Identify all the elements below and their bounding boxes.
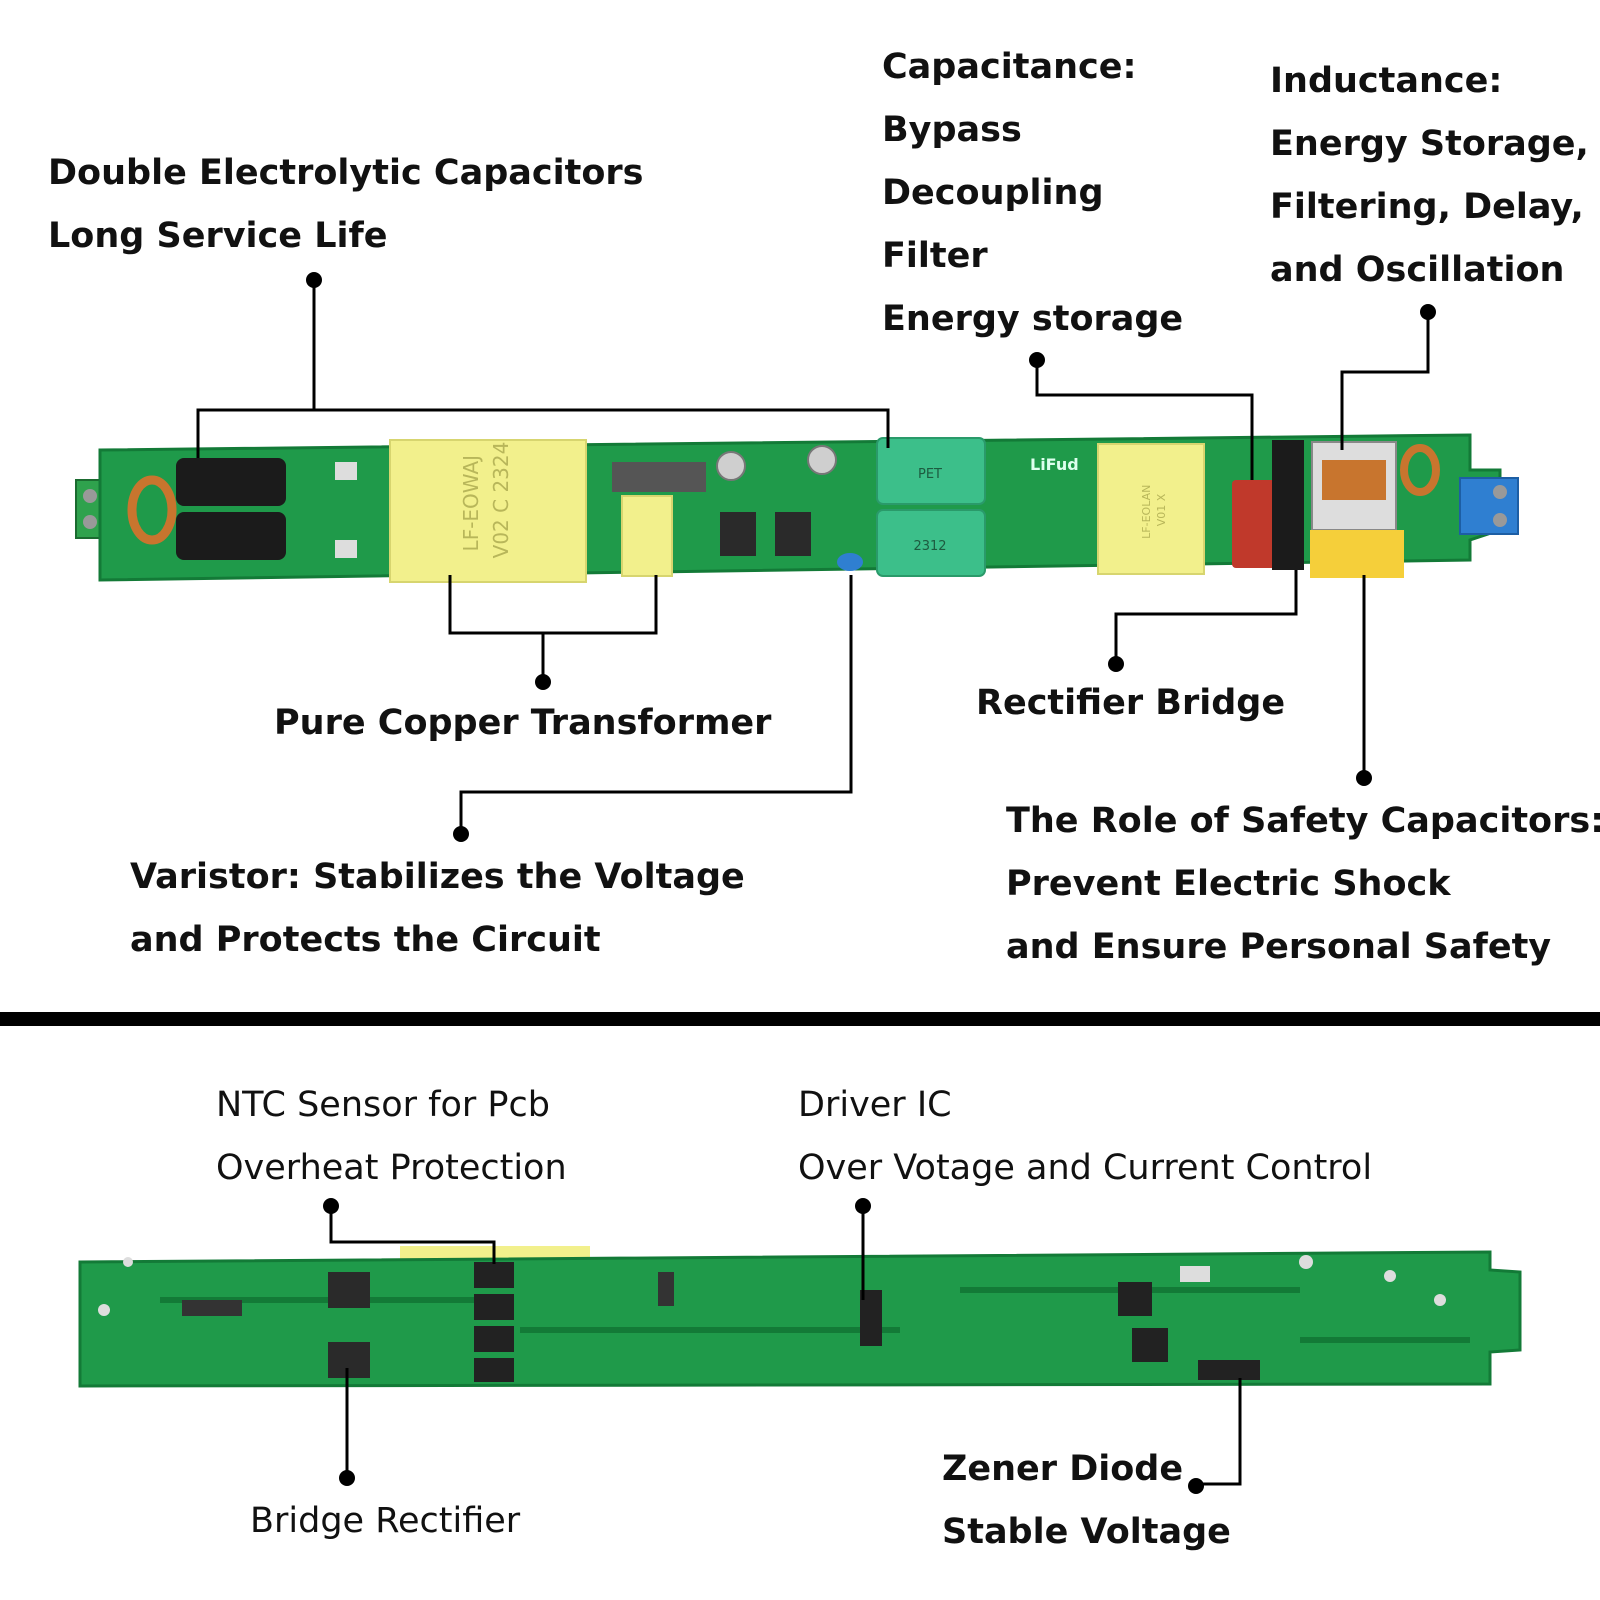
ntc-sensor-label: NTC Sensor for Pcb Overheat Protection <box>216 1074 567 1200</box>
label-line: Filtering, Delay, <box>1270 187 1584 227</box>
small-capacitor <box>807 445 837 475</box>
electrolytic-capacitor-1 <box>176 458 286 506</box>
label-line: and Ensure Personal Safety <box>1006 927 1552 967</box>
label-line: Overheat Protection <box>216 1148 567 1188</box>
label-line: Energy Storage, <box>1270 124 1589 164</box>
label-line: The Role of Safety Capacitors: <box>1006 801 1600 841</box>
rectifier-bridge-component <box>1272 440 1304 570</box>
mosfet-bottom <box>1118 1282 1152 1316</box>
label-line: Filter <box>882 236 988 276</box>
mounting-hole <box>98 1304 110 1316</box>
label-line: Double Electrolytic Capacitors <box>48 153 644 193</box>
top-leader-dots <box>306 272 1436 842</box>
main-transformer <box>389 439 587 583</box>
right-terminal-block <box>1459 477 1519 535</box>
film-cap-marking: PET <box>918 467 942 482</box>
small-transformer <box>621 495 673 577</box>
label-line: Inductance: <box>1270 61 1503 101</box>
transformer-right-marking: LF-EOLAN V01 X <box>1140 481 1168 539</box>
varistor <box>837 553 863 571</box>
bottom-pcb-board <box>78 1246 1522 1388</box>
inductance-label: Inductance: Energy Storage, Filtering, D… <box>1270 50 1589 302</box>
terminal-screw <box>83 489 97 503</box>
smd-pad <box>335 462 357 480</box>
via <box>1434 1294 1446 1306</box>
driver-ic-chip <box>860 1290 882 1346</box>
label-line: Varistor: Stabilizes the Voltage <box>130 857 745 897</box>
section-divider <box>0 1012 1600 1026</box>
label-line: Zener Diode <box>942 1449 1184 1489</box>
toroid-inductor-left <box>127 475 177 545</box>
label-line: Long Service Life <box>48 216 388 256</box>
label-line: Bridge Rectifier <box>250 1501 521 1541</box>
safety-capacitor <box>1310 530 1404 578</box>
label-line: Energy storage <box>882 299 1184 339</box>
film-capacitor-1 <box>876 437 986 505</box>
label-line: NTC Sensor for Pcb <box>216 1085 550 1125</box>
electrolytic-capacitor-2 <box>176 512 286 560</box>
capacitance-label: Capacitance: Bypass Decoupling Filter En… <box>882 36 1183 351</box>
pcb-traces <box>160 1287 1470 1343</box>
mosfet-1 <box>720 512 756 556</box>
transformer-right <box>1097 443 1205 575</box>
top-pcb-board: LF-EOWAJ V02 C 2324 PET 2312 LiFud LF-EO… <box>75 433 1519 583</box>
mounting-hole <box>123 1257 133 1267</box>
bridge-rectifier-component <box>328 1342 370 1378</box>
rectifier-bridge-label: Rectifier Bridge <box>976 672 1285 735</box>
bottom-leader-lines <box>329 1206 1242 1486</box>
label-line: Prevent Electric Shock <box>1006 864 1451 904</box>
zener-diode-label: Zener Diode Stable Voltage <box>942 1438 1231 1564</box>
film-cap-marking: 2312 <box>913 539 946 554</box>
label-line: and Protects the Circuit <box>130 920 601 960</box>
transformer-label: Pure Copper Transformer <box>274 692 771 755</box>
label-line: Rectifier Bridge <box>976 683 1286 723</box>
diode <box>474 1262 514 1288</box>
label-line: Capacitance: <box>882 47 1137 87</box>
smd-pad <box>335 540 357 558</box>
label-line: Pure Copper Transformer <box>274 703 772 743</box>
ntc-sensor <box>328 1272 370 1308</box>
power-resistor <box>612 462 706 492</box>
terminal-screw <box>1493 513 1507 527</box>
electrolytic-capacitors-label: Double Electrolytic Capacitors Long Serv… <box>48 142 643 268</box>
terminal-screw <box>83 515 97 529</box>
mosfet-2 <box>775 512 811 556</box>
transformer-marking: LF-EOWAJ V02 C 2324 <box>459 442 513 559</box>
brand-marking: LiFud <box>1030 455 1079 474</box>
smd-resistor-array <box>182 1300 242 1316</box>
top-leader-lines <box>196 280 1430 832</box>
diode <box>474 1294 514 1320</box>
safety-capacitors-label: The Role of Safety Capacitors: Prevent E… <box>1006 790 1600 979</box>
varistor-label: Varistor: Stabilizes the Voltage and Pro… <box>130 846 745 972</box>
film-capacitor-2 <box>876 509 986 577</box>
bottom-leader-dots <box>323 1198 1204 1494</box>
toroid-inductor-right <box>1400 444 1440 496</box>
label-line: Stable Voltage <box>942 1512 1231 1552</box>
smd-component <box>658 1272 674 1306</box>
via <box>1384 1270 1396 1282</box>
bridge-rectifier-label: Bridge Rectifier <box>250 1490 520 1553</box>
red-capacitor <box>1232 480 1280 568</box>
small-capacitor <box>716 451 746 481</box>
choke-winding <box>1322 460 1386 500</box>
label-line: and Oscillation <box>1270 250 1565 290</box>
driver-ic-label: Driver IC Over Votage and Current Contro… <box>798 1074 1372 1200</box>
label-line: Bypass <box>882 110 1022 150</box>
mosfet-bottom <box>1132 1328 1168 1362</box>
label-line: Driver IC <box>798 1085 952 1125</box>
via <box>1299 1255 1313 1269</box>
smd-label <box>1180 1266 1210 1282</box>
zener-diode-component <box>1198 1360 1260 1380</box>
label-line: Over Votage and Current Control <box>798 1148 1373 1188</box>
pcb-bottom-body <box>78 1250 1522 1388</box>
label-line: Decoupling <box>882 173 1104 213</box>
terminal-screw <box>1493 485 1507 499</box>
diode <box>474 1326 514 1352</box>
diode <box>474 1358 514 1382</box>
